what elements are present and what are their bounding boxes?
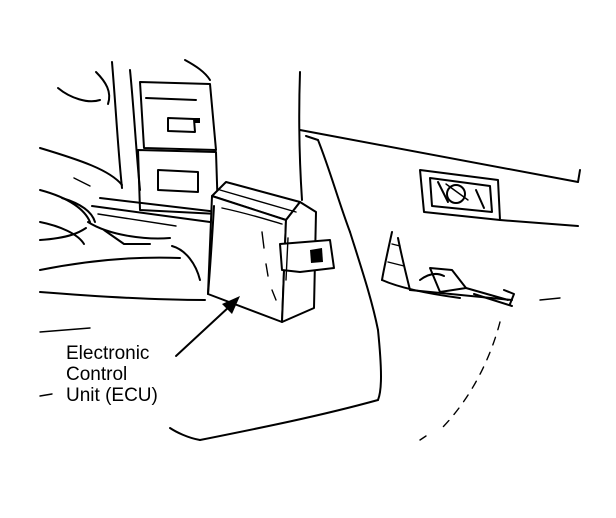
- kick-panel: [170, 72, 578, 440]
- callout-line-3: Unit (ECU): [66, 385, 158, 406]
- ecu-callout-label: Electronic Control Unit (ECU): [66, 343, 158, 406]
- callout-leader: [176, 296, 240, 356]
- floor-dashes: [40, 298, 560, 440]
- callout-line-1: Electronic: [66, 343, 150, 364]
- ecu-module: [208, 182, 334, 322]
- callout-line-2: Control: [66, 364, 128, 385]
- floor-and-lever: [382, 170, 580, 306]
- center-stack: [40, 62, 218, 280]
- door-latch: [420, 170, 500, 220]
- left-dash-edges: [40, 60, 210, 300]
